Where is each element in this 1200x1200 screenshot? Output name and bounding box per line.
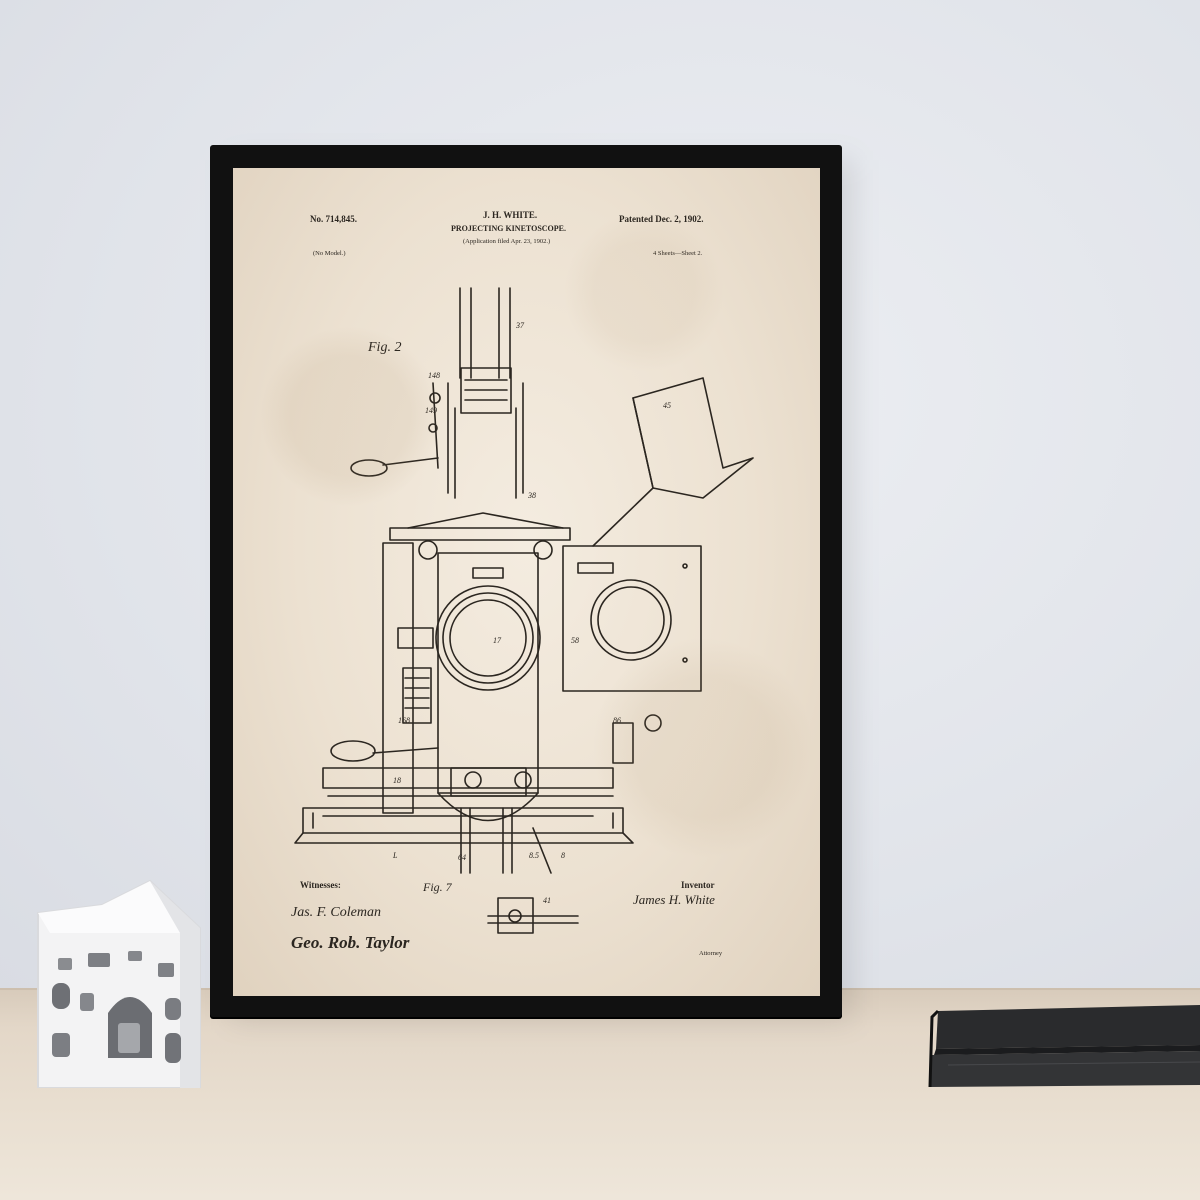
application-date: (Application filed Apr. 23, 1902.) xyxy=(463,238,551,245)
patent-number: No. 714,845. xyxy=(310,214,357,224)
svg-text:168: 168 xyxy=(398,716,410,725)
svg-text:149: 149 xyxy=(425,406,437,415)
model-note: (No Model.) xyxy=(313,250,346,257)
patent-poster: No. 714,845. J. H. WHITE. Patented Dec. … xyxy=(233,168,820,996)
patent-title: PROJECTING KINETOSCOPE. xyxy=(451,224,566,233)
ref-num-label: 37 xyxy=(515,321,525,330)
small-figure-label: Fig. 7 xyxy=(423,880,452,894)
svg-text:38: 38 xyxy=(527,491,536,500)
sheet-count: 4 Sheets—Sheet 2. xyxy=(653,250,703,257)
svg-text:41: 41 xyxy=(543,896,551,905)
kinetoscope-drawing: 37 148 149 45 38 17 58 168 18 L 64 8.5 8… xyxy=(294,287,754,934)
inventor-signature: James H. White xyxy=(633,892,715,907)
patent-date: Patented Dec. 2, 1902. xyxy=(619,214,704,224)
svg-text:18: 18 xyxy=(393,776,401,785)
svg-text:8.5: 8.5 xyxy=(529,851,539,860)
attorney-label: Attorney xyxy=(699,950,723,957)
svg-text:148: 148 xyxy=(428,371,440,380)
svg-text:45: 45 xyxy=(663,401,671,410)
svg-text:8: 8 xyxy=(561,851,565,860)
inventor-label: Inventor xyxy=(681,880,715,890)
witness-signature-1: Jas. F. Coleman xyxy=(291,905,381,920)
svg-text:17: 17 xyxy=(493,636,502,645)
black-notebook-stack xyxy=(928,1005,1200,1087)
svg-text:L: L xyxy=(392,851,398,860)
svg-text:86: 86 xyxy=(613,716,621,725)
witness-signature-2: Geo. Rob. Taylor xyxy=(291,933,410,952)
svg-text:64: 64 xyxy=(458,853,466,862)
figure-label: Fig. 2 xyxy=(368,340,402,355)
svg-text:58: 58 xyxy=(571,636,579,645)
ceramic-house-ornament xyxy=(37,879,201,1088)
witnesses-label: Witnesses: xyxy=(300,880,341,890)
inventor-header: J. H. WHITE. xyxy=(483,210,538,220)
